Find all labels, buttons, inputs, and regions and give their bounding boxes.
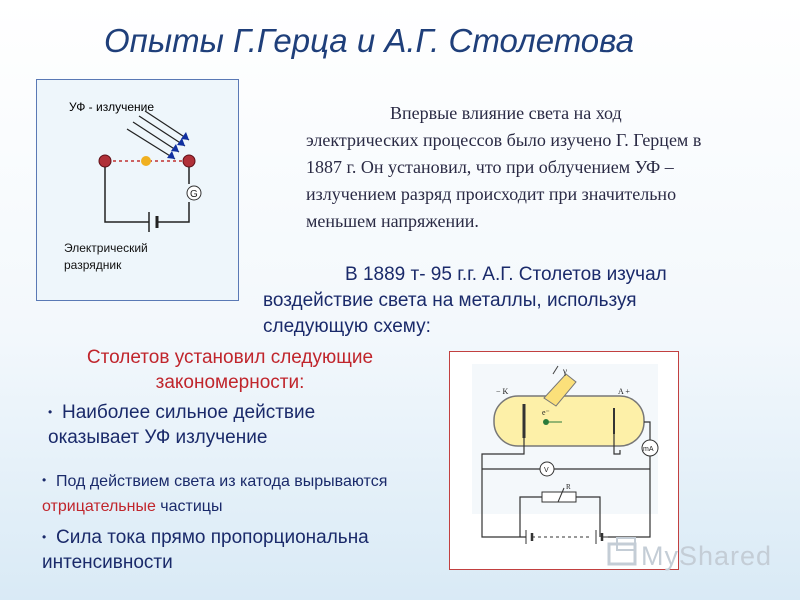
law-2-text-start: Под действием света из катода вырываются — [56, 473, 388, 490]
voltmeter-icon — [539, 461, 555, 477]
law-bullet-1: •Наиболее сильное действие оказывает УФ … — [48, 400, 378, 450]
uv-rays — [126, 110, 190, 160]
bullet-icon: • — [42, 473, 47, 487]
vacuum-tube — [493, 395, 645, 447]
resistor-icon — [541, 491, 577, 503]
law-bullet-2: • Под действием света из катода вырываютс… — [42, 468, 412, 519]
stoletov-paragraph: В 1889 т- 95 г.г. А.Г. Столетов изучал в… — [263, 264, 667, 337]
caption-line1: Электрический — [64, 241, 148, 255]
left-electrode — [98, 154, 112, 168]
voltmeter-label: V — [544, 467, 549, 474]
bullet-icon: • — [42, 530, 47, 544]
uv-label: УФ - излучение — [69, 100, 154, 114]
anode-label: A + — [618, 387, 630, 396]
law-2-highlight: отрицательные — [42, 498, 156, 515]
galvanometer-label: G — [190, 189, 198, 200]
law-bullet-3: •Сила тока прямо пропорциональна интенси… — [42, 525, 412, 575]
hertz-paragraph: Впервые влияние света на ход электрическ… — [306, 103, 702, 231]
stoletov-circuit-diagram: γ e⁻ − K A + mA V R — [449, 351, 679, 570]
law-3-text: Сила тока прямо пропорциональна интенсив… — [42, 527, 369, 573]
bullet-icon: • — [48, 405, 53, 419]
ammeter-icon — [641, 439, 659, 457]
law-2-text-end: частицы — [155, 498, 223, 515]
right-electrode — [182, 154, 196, 168]
law-1-text: Наиболее сильное действие оказывает УФ и… — [48, 402, 316, 448]
light-label: γ — [562, 366, 567, 376]
svg-text:MyShared: MyShared — [641, 541, 772, 571]
laws-heading: Столетов установил следующие закономерно… — [86, 347, 374, 393]
watermark-logo: MyShared — [607, 536, 787, 572]
caption-line2: разрядник — [64, 258, 122, 272]
slide-title: Опыты Г.Герца и А.Г. Столетова — [104, 22, 635, 59]
uv-ray-arrowheads — [167, 132, 189, 159]
ammeter-label: mA — [643, 446, 654, 453]
resistor-label: R — [566, 483, 571, 491]
cathode-label: − K — [496, 387, 509, 396]
electron-label: e⁻ — [542, 408, 550, 417]
electron-icon — [543, 419, 549, 425]
hertz-spark-gap-diagram: УФ - излучение G Электрич — [36, 79, 239, 301]
galvanometer-icon — [186, 185, 202, 201]
spark-icon — [141, 156, 151, 166]
quartz-window — [543, 373, 577, 407]
battery-icon — [525, 530, 608, 544]
